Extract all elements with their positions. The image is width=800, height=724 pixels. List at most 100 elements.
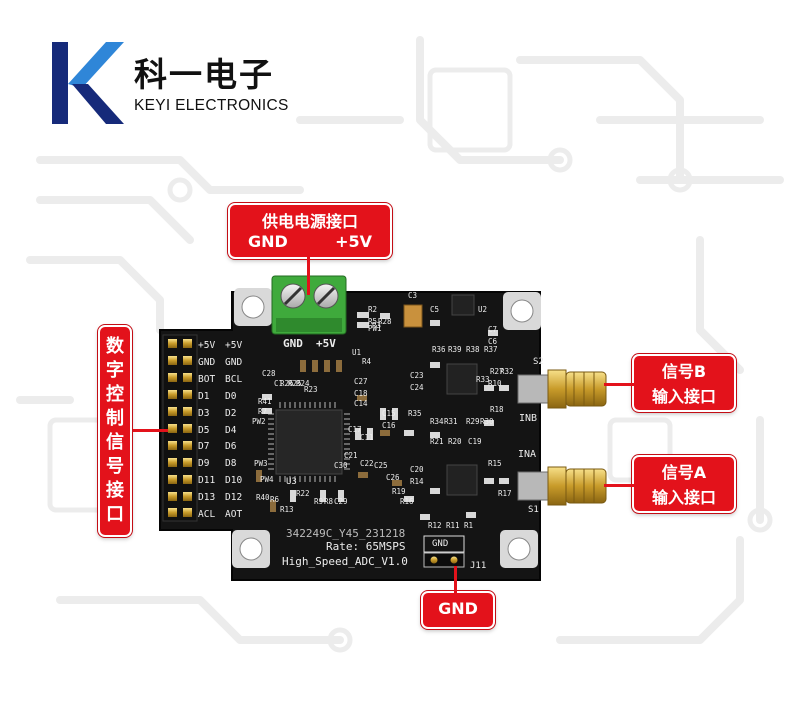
gnd-callout: GND: [421, 591, 495, 629]
power-callout-5v: +5V: [335, 232, 372, 251]
designator-label: R32: [500, 367, 514, 376]
designator-label: R38: [466, 345, 480, 354]
designator-label: R12: [428, 521, 442, 530]
input-b-line1: 信号B: [661, 362, 707, 381]
pin-label-right: D2: [225, 407, 237, 419]
pin-label-right: AOT: [225, 509, 243, 520]
designator-label: R30: [480, 417, 494, 426]
designator-label: R33: [476, 375, 490, 384]
digital-char-5: 号: [106, 456, 124, 477]
designator-label: R31: [444, 417, 458, 426]
designator-label: R19: [392, 487, 406, 496]
pin-label-left: D3: [198, 407, 210, 419]
k-logo-icon: [52, 42, 124, 124]
designator-label: C24: [410, 383, 424, 392]
designator-label: R22: [296, 489, 310, 498]
designator-label: C11: [360, 433, 374, 442]
designator-label: R8: [324, 497, 334, 506]
designator-label: R1: [464, 521, 474, 530]
designator-label: C21: [344, 451, 358, 460]
designator-label: C27: [354, 377, 368, 386]
designator-label: R6: [270, 495, 280, 504]
designator-label: C18: [354, 389, 368, 398]
designator-label: C20: [410, 465, 424, 474]
pin-label-right: D4: [225, 424, 237, 436]
designator-label: R13: [280, 505, 294, 514]
designator-label: R16: [400, 497, 414, 506]
pin-label-left: D9: [198, 458, 210, 470]
designator-label: C16: [382, 421, 396, 430]
pin-label-right: +5V: [225, 340, 243, 351]
designator-label: PW1: [368, 324, 382, 333]
s1-label: S1: [528, 505, 539, 515]
digital-char-0: 数: [106, 336, 124, 357]
designator-label: C28: [262, 369, 276, 378]
designator-label: R17: [498, 489, 512, 498]
designator-label: R28: [378, 317, 392, 326]
designator-label: C22: [360, 459, 374, 468]
digital-char-3: 制: [106, 408, 124, 429]
input-b-leader-line: [604, 383, 634, 386]
digital-leader-line: [133, 429, 168, 432]
designator-label: C7: [488, 325, 498, 334]
brand-name-en: KEYI ELECTRONICS: [134, 97, 289, 114]
pin-label-right: D12: [225, 492, 243, 504]
pin-label-right: GND: [225, 356, 243, 368]
designator-label: R35: [408, 409, 422, 418]
designator-label: PW4: [260, 475, 274, 484]
pin-label-right: D6: [225, 441, 237, 453]
designator-label: R40: [256, 493, 270, 502]
power-terminal-block: [271, 275, 347, 335]
designator-label: R4: [362, 357, 372, 366]
digital-char-2: 控: [106, 384, 124, 405]
designator-label: R5: [368, 317, 378, 326]
designator-label: R20: [448, 437, 462, 446]
designator-label: R9: [314, 497, 324, 506]
pin-label-left: D1: [198, 390, 210, 402]
designator-label: R36: [432, 345, 446, 354]
designator-label: R29: [466, 417, 480, 426]
digital-char-4: 信: [106, 432, 124, 453]
designator-label: R25: [288, 379, 302, 388]
designator-label: R21: [430, 437, 444, 446]
pin-label-left: D5: [198, 424, 210, 436]
designator-label: R11: [446, 521, 460, 530]
j11-label: J11: [470, 561, 487, 571]
designator-label: R2: [368, 305, 378, 314]
designator-label: C15: [382, 409, 396, 418]
designator-label: C17: [348, 425, 362, 434]
designator-label: C30: [334, 461, 348, 470]
designator-label: R7: [258, 407, 268, 416]
input-a-line2: 输入接口: [651, 488, 716, 507]
designator-label: R27: [490, 367, 504, 376]
designator-label: R14: [410, 477, 424, 486]
pin-label-left: D13: [198, 492, 216, 504]
ina-label: INA: [518, 449, 537, 460]
board-model: High_Speed_ADC_V1.0: [282, 555, 408, 568]
designator-label: R15: [488, 459, 502, 468]
designator-label: R3: [372, 321, 382, 330]
serial-number: 342249C_Y45_231218: [286, 527, 406, 540]
designator-label: C5: [430, 305, 440, 314]
input-a-callout: 信号A 输入接口: [632, 455, 736, 513]
designator-label: R23: [304, 385, 318, 394]
digital-interface-callout: 数 字 控 制 信 号 接 口: [98, 325, 132, 537]
designator-label: R10: [488, 379, 502, 388]
pin-label-left: BOT: [198, 373, 216, 385]
pin-label-left: ACL: [198, 509, 216, 520]
designator-label: PW3: [254, 459, 268, 468]
pin-label-left: D7: [198, 441, 210, 453]
designator-label: C1: [274, 379, 284, 388]
sma-connector-a: [517, 466, 607, 506]
designator-label: R18: [490, 405, 504, 414]
mounting-holes: [232, 288, 541, 568]
brand-logo: 科一电子 KEYI ELECTRONICS: [48, 38, 308, 128]
power-callout-title: 供电电源接口: [261, 212, 358, 231]
input-b-line2: 输入接口: [651, 387, 716, 406]
designator-label: PW2: [252, 417, 266, 426]
pin-label-left: D11: [198, 475, 216, 487]
designator-label: C19: [468, 437, 482, 446]
digital-char-7: 口: [106, 504, 124, 525]
